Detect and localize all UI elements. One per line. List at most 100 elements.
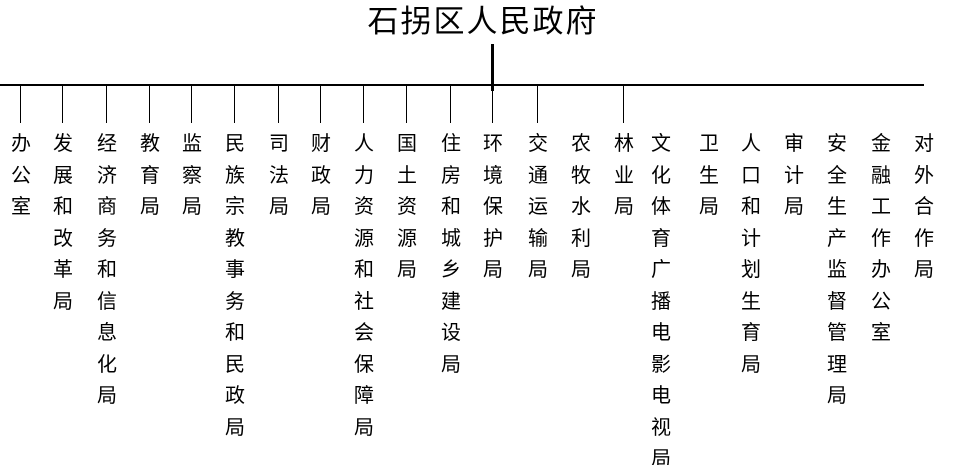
department-label-char: 会: [354, 320, 374, 344]
department-label-char: 局: [441, 351, 461, 376]
department-label-char: 局: [914, 257, 934, 281]
department-node-13[interactable]: 交通运输局: [525, 128, 551, 286]
department-label-char: 生: [827, 194, 847, 218]
department-label-char: 社: [354, 288, 374, 313]
department-label-char: 教: [140, 131, 160, 155]
department-label-char: 住: [441, 131, 461, 155]
department-node-2[interactable]: 发展和改革局: [50, 128, 76, 317]
department-node-11[interactable]: 住房和城乡建设局: [438, 128, 464, 380]
connector-line-2: [62, 85, 63, 123]
connector-line-11: [450, 85, 451, 123]
department-label-char: 融: [871, 162, 891, 187]
department-label-char: 局: [269, 194, 289, 218]
department-label-char: 卫: [699, 131, 719, 155]
department-label-char: 察: [182, 162, 202, 187]
department-label-char: 管: [827, 320, 847, 344]
connector-line-9: [363, 85, 364, 123]
department-label-char: 局: [827, 383, 847, 407]
department-label-char: 理: [827, 351, 847, 376]
department-label-char: 农: [571, 131, 591, 155]
department-node-9[interactable]: 人力资源和社会保障局: [351, 128, 377, 443]
department-label-char: 革: [53, 257, 73, 281]
department-label-char: 牧: [571, 162, 591, 187]
department-label-char: 育: [651, 225, 671, 250]
connector-line-7: [278, 85, 279, 123]
department-node-20[interactable]: 安全生产监督管理局: [824, 128, 850, 412]
department-label-char: 司: [269, 131, 289, 155]
department-label-char: 族: [225, 162, 245, 187]
department-label-char: 育: [741, 320, 761, 344]
connector-line-4: [149, 85, 150, 123]
department-node-4[interactable]: 教育局: [137, 128, 163, 223]
department-node-19[interactable]: 审计局: [781, 128, 807, 223]
department-node-17[interactable]: 卫生局: [696, 128, 722, 223]
department-node-10[interactable]: 国土资源局: [394, 128, 420, 286]
department-label-char: 教: [225, 225, 245, 250]
department-label-char: 水: [571, 194, 591, 218]
department-node-12[interactable]: 环境保护局: [480, 128, 506, 286]
department-label-char: 划: [741, 257, 761, 281]
department-label-char: 局: [651, 446, 671, 465]
department-label-char: 和: [53, 194, 73, 218]
department-label-char: 局: [354, 414, 374, 439]
department-label-char: 信: [97, 288, 117, 313]
department-label-char: 政: [225, 383, 245, 407]
department-node-14[interactable]: 农牧水利局: [568, 128, 594, 286]
department-label-char: 务: [97, 225, 117, 250]
department-label-char: 体: [651, 194, 671, 218]
department-label-char: 视: [651, 414, 671, 439]
department-label-char: 督: [827, 288, 847, 313]
department-label-char: 监: [182, 131, 202, 155]
department-label-char: 电: [651, 320, 671, 344]
department-label-char: 金: [871, 131, 891, 155]
department-label-char: 源: [354, 225, 374, 250]
department-label-char: 局: [225, 414, 245, 439]
department-label-char: 护: [483, 225, 503, 250]
department-label-char: 经: [97, 131, 117, 155]
department-node-18[interactable]: 人口和计划生育局: [738, 128, 764, 380]
department-node-21[interactable]: 金融工作办公室: [868, 128, 894, 349]
department-node-6[interactable]: 民族宗教事务和民政局: [222, 128, 248, 443]
department-label-char: 和: [441, 194, 461, 218]
department-label-char: 宗: [225, 194, 245, 218]
department-label-char: 利: [571, 225, 591, 250]
department-label-char: 和: [354, 257, 374, 281]
department-label-char: 局: [182, 194, 202, 218]
department-label-char: 影: [651, 351, 671, 376]
department-label-char: 改: [53, 225, 73, 250]
department-node-5[interactable]: 监察局: [179, 128, 205, 223]
department-node-16[interactable]: 文化体育广播电影电视局: [648, 128, 674, 465]
department-label-char: 对: [914, 131, 934, 155]
department-label-char: 民: [225, 131, 245, 155]
department-label-char: 人: [741, 131, 761, 155]
department-node-15[interactable]: 林业局: [611, 128, 637, 223]
department-node-7[interactable]: 司法局: [266, 128, 292, 223]
department-label-char: 安: [827, 131, 847, 155]
department-label-char: 局: [483, 257, 503, 281]
department-label-char: 化: [651, 162, 671, 187]
department-label-char: 监: [827, 257, 847, 281]
department-label-char: 法: [269, 162, 289, 187]
department-node-22[interactable]: 对外合作局: [911, 128, 937, 286]
department-label-char: 国: [397, 131, 417, 155]
department-label-char: 生: [741, 288, 761, 313]
department-label-char: 保: [354, 351, 374, 376]
department-label-char: 民: [225, 351, 245, 376]
department-label-char: 林: [614, 131, 634, 155]
department-node-8[interactable]: 财政局: [308, 128, 334, 223]
department-label-char: 事: [225, 257, 245, 281]
department-label-char: 播: [651, 288, 671, 313]
department-node-3[interactable]: 经济商务和信息化局: [94, 128, 120, 412]
department-label-char: 保: [483, 194, 503, 218]
department-node-1[interactable]: 办公室: [8, 128, 34, 223]
page-title: 石拐区人民政府: [367, 4, 599, 40]
department-label-char: 计: [784, 162, 804, 187]
department-label-char: 工: [871, 194, 891, 218]
department-label-char: 合: [914, 194, 934, 218]
department-label-char: 业: [614, 162, 634, 187]
department-label-char: 境: [483, 162, 503, 187]
department-label-char: 计: [741, 225, 761, 250]
department-label-char: 财: [311, 131, 331, 155]
department-label-char: 文: [651, 131, 671, 155]
